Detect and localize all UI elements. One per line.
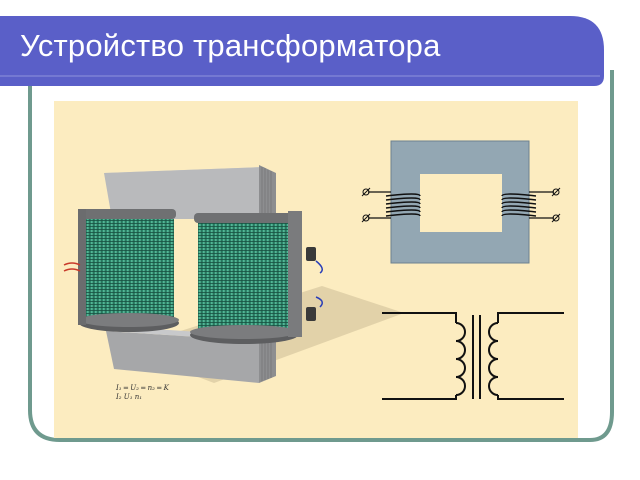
formula-bottom-row: I₂ U₁ n₁ <box>116 393 143 401</box>
title-band <box>0 16 604 86</box>
content-area: I₁ ═ U₂ ═ n₂ ═ K I₂ U₁ n₁ <box>54 101 578 438</box>
transformer-3d-illustration <box>63 165 404 383</box>
transformer-symbol-icon <box>382 312 564 400</box>
core-schematic-icon <box>361 140 561 264</box>
formula-top-row: I₁ ═ U₂ ═ n₂ ═ K <box>116 384 169 392</box>
terminal-circle-icon <box>361 187 561 223</box>
transformer-ratio-formula: I₁ ═ U₂ ═ n₂ ═ K I₂ U₁ n₁ <box>116 384 169 402</box>
illustrations <box>63 140 564 400</box>
slide-title: Устройство трансформатора <box>20 28 441 63</box>
